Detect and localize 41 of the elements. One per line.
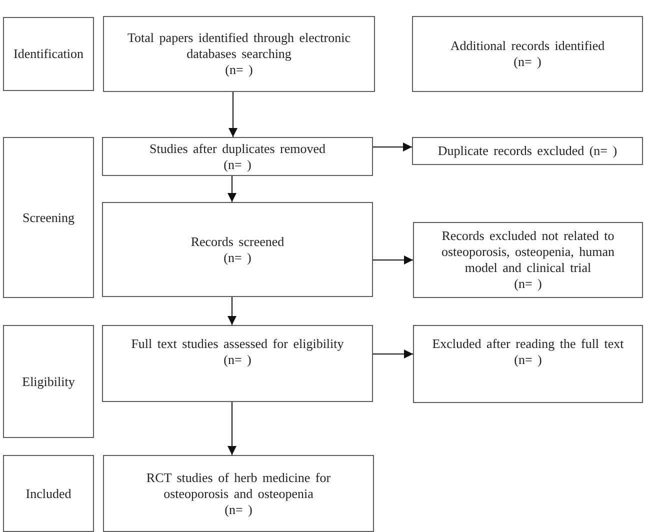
stage-label: Screening: [22, 210, 74, 226]
arrow: [372, 256, 414, 264]
stage-box: [3, 455, 94, 532]
stage-label: Identification: [13, 46, 84, 62]
process-box: [412, 137, 643, 165]
process-box: [103, 16, 375, 92]
stage-box: [3, 137, 94, 298]
box-text: RCT studies of herb medicine for osteoporosis and osteopenia: [145, 470, 332, 502]
process-box: [413, 325, 643, 403]
count-text: (n= ): [514, 54, 542, 70]
stage-label: Eligibility: [22, 374, 75, 390]
arrow: [228, 92, 238, 138]
arrow: [372, 142, 412, 152]
arrow: [228, 296, 236, 326]
process-box: [102, 202, 373, 297]
process-box: [103, 455, 374, 532]
box-text: Records screened: [190, 234, 284, 250]
box-text: Full text studies assessed for eligibility: [131, 336, 344, 352]
count-text: (n= ): [224, 156, 252, 172]
box-text: Studies after duplicates removed: [149, 140, 326, 156]
box-text: Additional records identified: [450, 38, 605, 54]
count-text: (n= ): [514, 352, 542, 368]
count-text: (n= ): [225, 62, 253, 78]
count-text: (n= ): [514, 276, 542, 292]
process-box: [102, 137, 373, 176]
count-text: (n= ): [224, 502, 252, 518]
box-text: Records excluded not related to osteoporosis, osteopenia, human model and clinical trial: [440, 228, 616, 276]
process-box: [412, 16, 643, 92]
box-text: Excluded after reading the full text: [432, 336, 624, 352]
arrow: [228, 176, 236, 202]
box-text: Duplicate records excluded (n= ): [438, 143, 618, 159]
count-text: (n= ): [224, 250, 252, 266]
stage-label: Included: [26, 486, 72, 502]
count-text: (n= ): [224, 352, 252, 368]
box-text: Total papers identified through electronic databases searching: [126, 30, 352, 62]
stage-box: [3, 17, 94, 91]
process-box: [413, 222, 643, 298]
arrow: [228, 402, 236, 456]
process-box: [102, 325, 373, 402]
arrow: [372, 350, 414, 358]
stage-box: [3, 325, 94, 438]
